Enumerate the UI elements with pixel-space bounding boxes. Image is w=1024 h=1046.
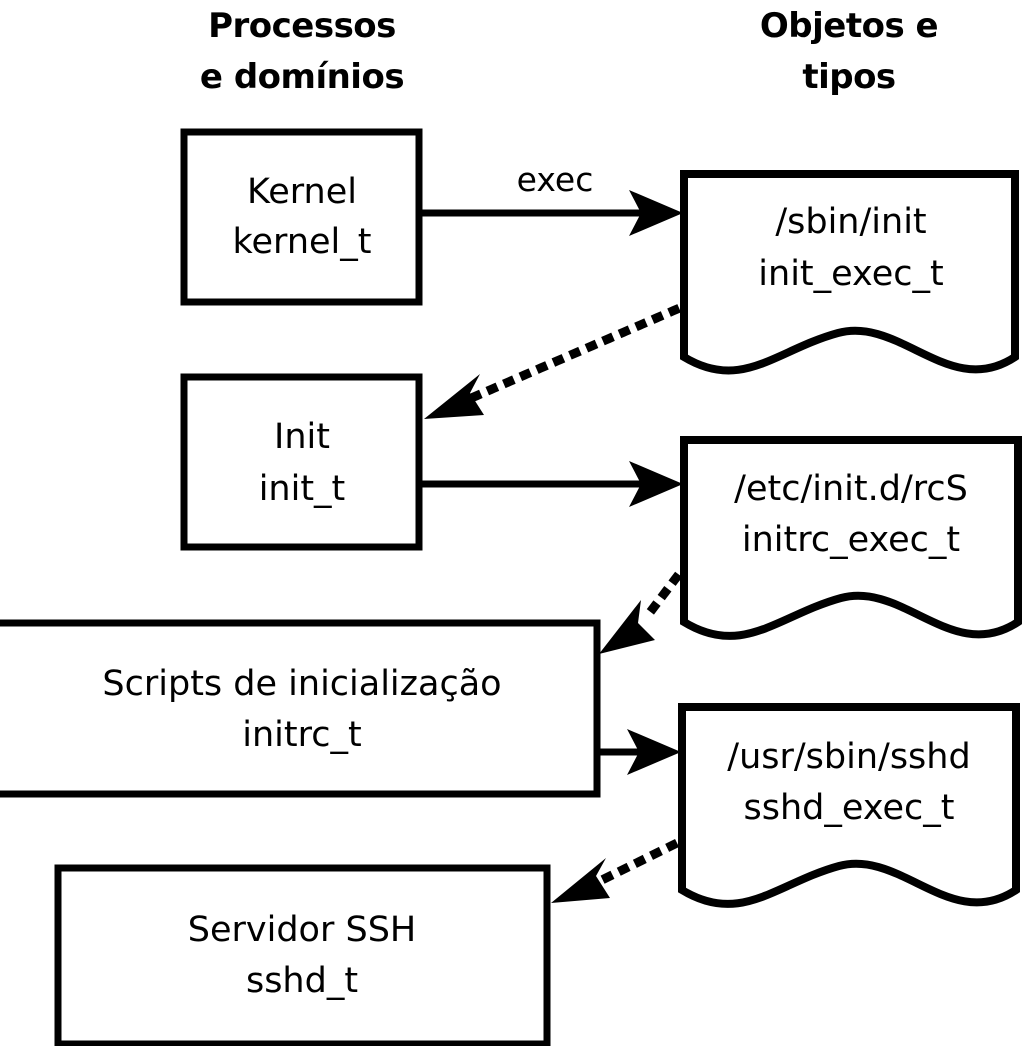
node-init-exec-line2: init_exec_t <box>758 254 943 294</box>
node-initrc-box[interactable] <box>0 619 601 798</box>
node-sshd[interactable]: Servidor SSH sshd_t <box>54 864 551 1046</box>
node-kernel-line2: kernel_t <box>233 222 372 262</box>
node-initrc-exec[interactable]: /etc/init.d/rcS initrc_exec_t <box>680 436 1022 640</box>
column-header-processes-line2: e domínios <box>200 57 404 97</box>
node-kernel-box[interactable] <box>180 128 423 306</box>
node-sshd-exec[interactable]: /usr/sbin/sshd sshd_exec_t <box>678 703 1020 908</box>
edge-sshd-exec-to-sshd-arrowhead <box>551 858 610 903</box>
node-initrc-exec-doc[interactable] <box>680 436 1022 640</box>
node-init-line1: Init <box>274 417 330 457</box>
column-header-objects-line2: tipos <box>802 57 895 97</box>
edge-initrc-exec-to-initrc <box>599 571 683 654</box>
edge-init-exec-to-init-arrowhead <box>424 374 484 419</box>
node-sshd-line1: Servidor SSH <box>188 910 416 950</box>
column-header-objects: Objetos e tipos <box>760 6 939 97</box>
edge-init-to-initrc-exec-arrowhead <box>629 461 683 507</box>
node-initrc-exec-line2: initrc_exec_t <box>742 520 960 560</box>
node-init-exec[interactable]: /sbin/init init_exec_t <box>680 170 1019 375</box>
node-kernel-line1: Kernel <box>247 172 357 212</box>
node-init[interactable]: Init init_t <box>180 373 423 551</box>
edge-kernel-to-init-exec-arrowhead <box>629 190 683 236</box>
column-header-objects-line1: Objetos e <box>760 6 938 46</box>
node-initrc-exec-line1: /etc/init.d/rcS <box>734 469 968 509</box>
edge-sshd-exec-to-sshd-line <box>597 838 680 886</box>
edge-init-to-initrc-exec <box>422 461 683 507</box>
node-kernel[interactable]: Kernel kernel_t <box>180 128 423 306</box>
edge-initrc-to-sshd-exec-arrowhead <box>627 729 681 775</box>
edge-sshd-exec-to-sshd <box>551 838 680 903</box>
edge-label-exec: exec <box>517 160 594 199</box>
node-sshd-exec-line1: /usr/sbin/sshd <box>727 737 970 777</box>
node-init-exec-doc[interactable] <box>680 170 1019 375</box>
node-sshd-exec-line2: sshd_exec_t <box>744 788 955 828</box>
edge-init-exec-to-init <box>424 304 681 419</box>
edge-kernel-to-init-exec: exec <box>422 160 683 236</box>
node-sshd-box[interactable] <box>54 864 551 1046</box>
node-sshd-exec-doc[interactable] <box>678 703 1020 908</box>
edge-init-exec-to-init-line <box>470 304 681 402</box>
node-initrc-line2: initrc_t <box>242 715 361 755</box>
edge-initrc-to-sshd-exec <box>600 729 681 775</box>
edge-initrc-exec-to-initrc-line <box>638 571 683 626</box>
node-sshd-line2: sshd_t <box>246 961 358 1001</box>
edge-initrc-exec-to-initrc-arrowhead <box>599 600 655 654</box>
node-init-box[interactable] <box>180 373 423 551</box>
node-initrc[interactable]: Scripts de inicialização initrc_t <box>0 619 601 798</box>
node-init-exec-line1: /sbin/init <box>775 202 926 242</box>
column-header-processes-line1: Processos <box>208 6 396 46</box>
node-initrc-line1: Scripts de inicialização <box>102 664 501 704</box>
column-header-processes: Processos e domínios <box>200 6 405 97</box>
node-init-line2: init_t <box>259 469 346 509</box>
